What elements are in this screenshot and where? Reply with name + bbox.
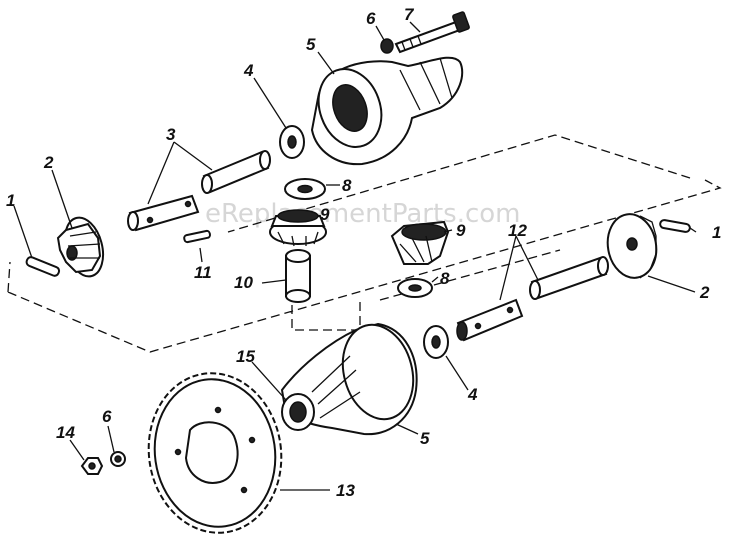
sprocket (147, 372, 283, 534)
callout-10: 10 (234, 273, 253, 292)
callout-7: 7 (404, 5, 415, 24)
bevel-gear-right (390, 220, 450, 265)
bevel-gear-center (269, 209, 327, 247)
callout-8-right: 8 (440, 269, 450, 288)
washer-bottom (423, 325, 449, 359)
bevel-gear-left (56, 216, 105, 278)
callout-5-bottom: 5 (420, 429, 430, 448)
callout-9-top: 9 (320, 205, 330, 224)
pin-center (183, 229, 211, 244)
bolt (394, 11, 470, 54)
callout-4-bottom: 4 (467, 385, 478, 404)
shaft-right-long (529, 256, 609, 300)
callout-8-top: 8 (342, 176, 352, 195)
callout-2-left: 2 (43, 153, 54, 172)
lock-washer-bottom (110, 451, 126, 467)
housing-top (310, 56, 464, 166)
bevel-gear-right-end (606, 213, 658, 279)
callout-5-top: 5 (306, 35, 316, 54)
washer-middle-right (397, 278, 433, 298)
watermark-text: eReplacementParts.com (205, 199, 521, 229)
lock-washer-top (380, 38, 394, 54)
leader-lines (13, 21, 697, 491)
callout-6-top: 6 (366, 9, 376, 28)
shaft-right-short (456, 298, 524, 342)
callout-6-bottom: 6 (102, 407, 112, 426)
assembly-dashed-outline (7, 134, 722, 353)
callout-15: 15 (236, 347, 255, 366)
washer-middle-top (284, 178, 326, 200)
callout-2-right: 2 (699, 283, 710, 302)
callout-12: 12 (508, 221, 527, 240)
callout-13: 13 (336, 481, 355, 500)
callout-1-right: 1 (712, 223, 721, 242)
nut (80, 457, 104, 475)
washer-top (279, 125, 305, 159)
shaft-left-long (201, 150, 271, 194)
callout-9-right: 9 (456, 221, 466, 240)
shaft-left-short (127, 194, 200, 232)
callout-11: 11 (194, 263, 212, 282)
callout-1-left: 1 (6, 191, 15, 210)
pin-left (25, 256, 61, 277)
callout-3: 3 (166, 125, 176, 144)
callout-14: 14 (56, 423, 75, 442)
callout-4-top: 4 (243, 61, 254, 80)
cylinder-pin (285, 249, 311, 303)
housing-bottom (280, 322, 418, 436)
pin-right (659, 219, 691, 233)
